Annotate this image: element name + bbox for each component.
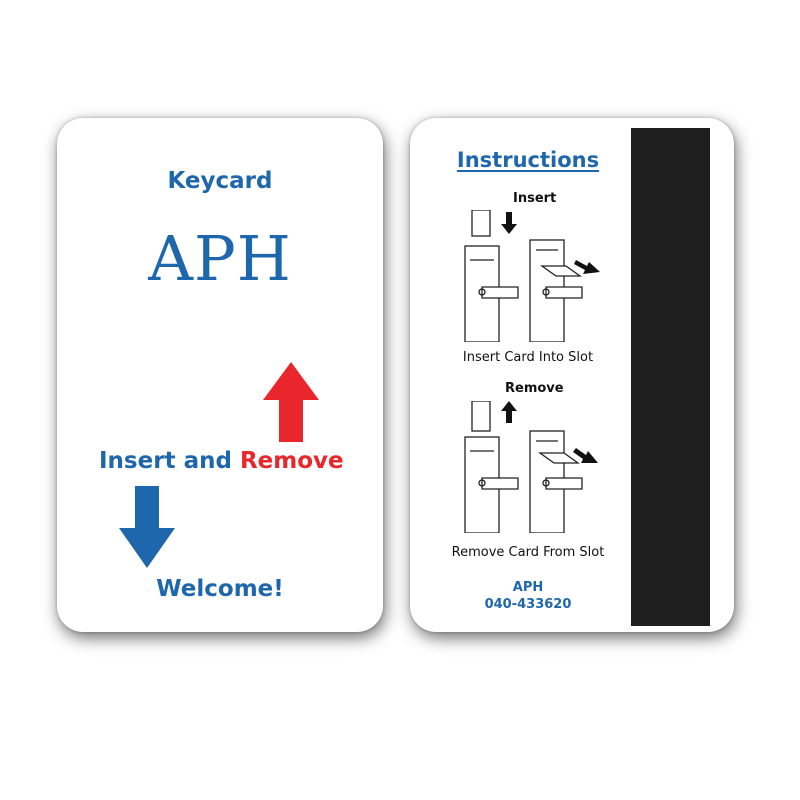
insert-remove-text: Insert and Remove (99, 448, 344, 474)
remove-step-label: Remove (505, 381, 564, 396)
keycard-front: Keycard APH Insert and Remove Welcome! (57, 118, 383, 632)
card-logo-text: APH (148, 222, 292, 295)
company-name: APH (512, 580, 544, 595)
insert-and-text: Insert and (99, 448, 240, 474)
arrow-down-icon (119, 486, 175, 568)
arrow-up-icon (263, 362, 319, 442)
remove-caption: Remove Card From Slot (451, 545, 605, 560)
card-title: Keycard (167, 168, 273, 194)
company-phone: 040-433620 (484, 597, 572, 612)
keycard-back: Instructions Insert Insert Card Into Slo… (410, 118, 734, 632)
remove-text: Remove (239, 448, 344, 474)
insert-step-label: Insert (513, 191, 557, 206)
welcome-text: Welcome! (156, 576, 284, 602)
remove-card-illustration (464, 401, 598, 533)
insert-caption: Insert Card Into Slot (462, 350, 594, 365)
insert-card-illustration (464, 210, 600, 342)
magnetic-stripe (631, 128, 710, 626)
instructions-title: Instructions (456, 148, 600, 172)
